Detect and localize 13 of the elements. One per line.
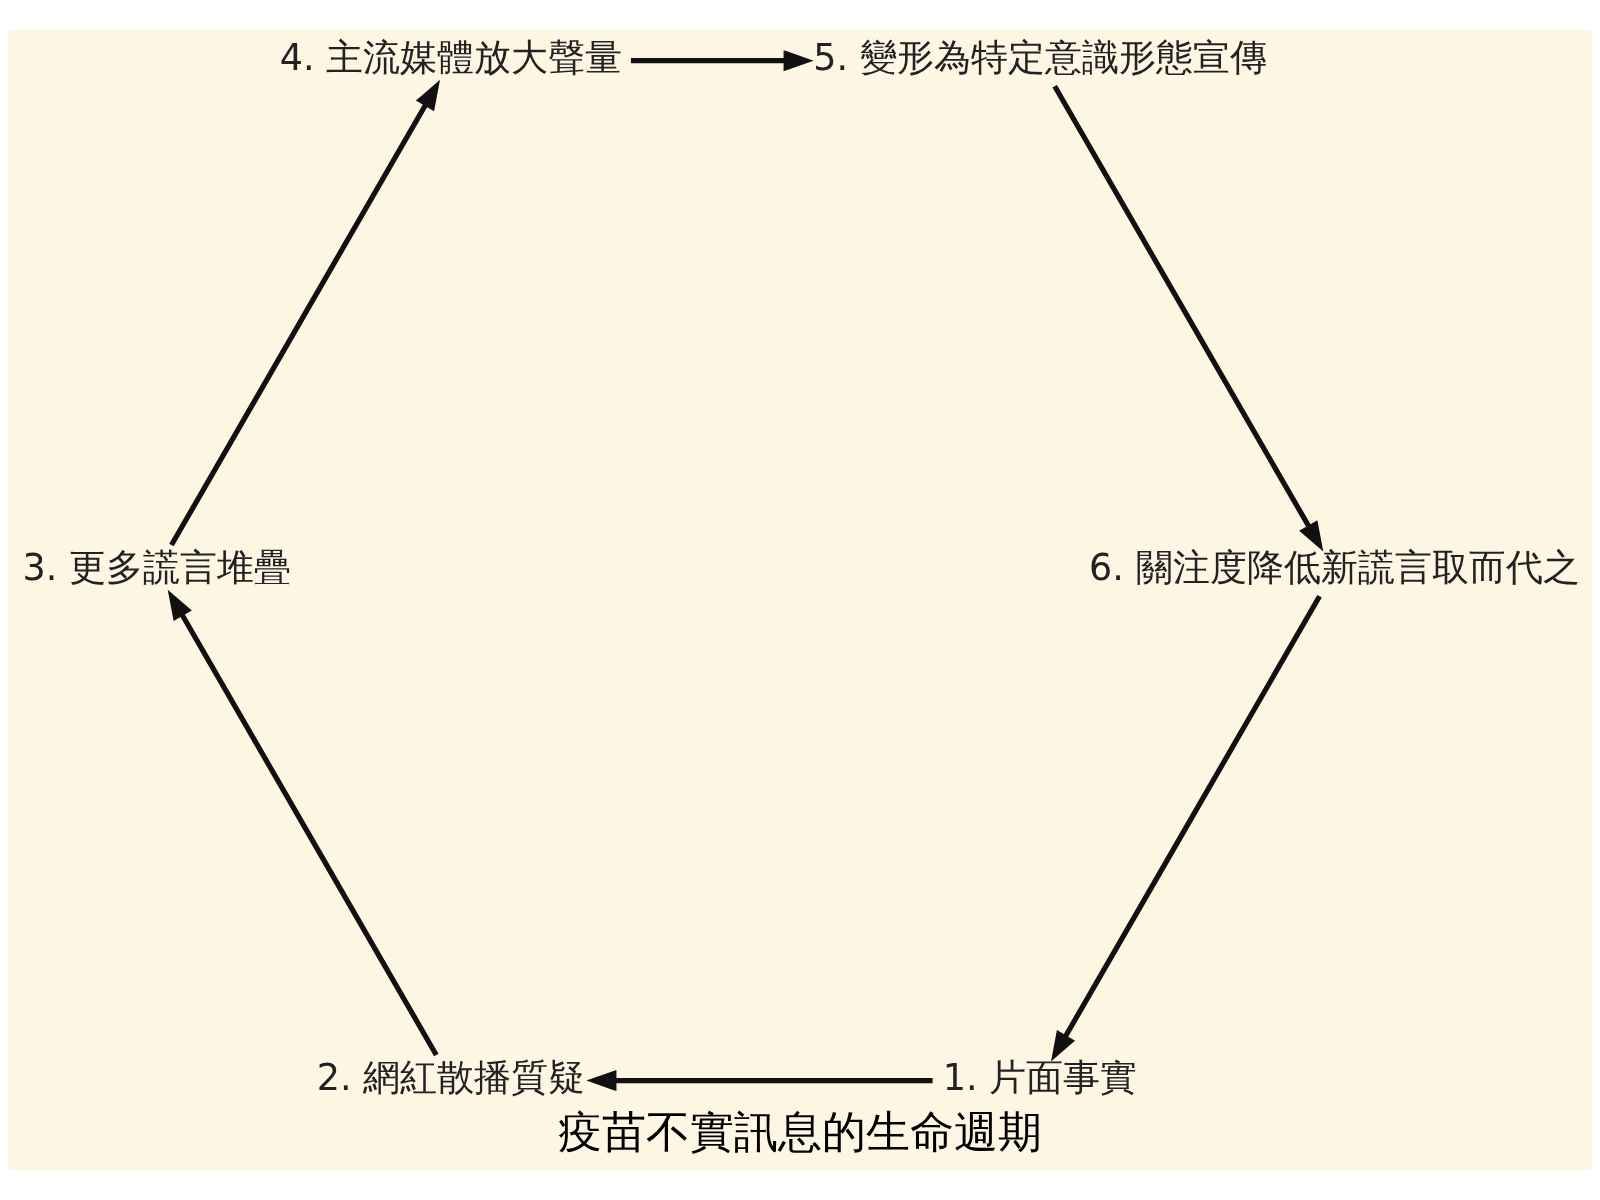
diagram-title: 疫苗不實訊息的生命週期: [558, 1105, 1042, 1157]
node-text: 1. 片面事實: [942, 1055, 1138, 1099]
node-text: 4. 主流媒體放大聲量: [279, 35, 623, 79]
arrow: [1052, 85, 1324, 552]
arrow: [1051, 594, 1322, 1062]
node-text: 3. 更多謊言堆疊: [22, 545, 291, 589]
arrow: [630, 50, 814, 72]
node-text: 2. 網紅散播質疑: [316, 1055, 586, 1099]
node-text: 5. 變形為特定意識形態宣傳: [813, 35, 1267, 79]
arrow: [586, 1070, 933, 1092]
arrow: [167, 589, 439, 1057]
node-text: 6. 關注度降低新謊言取而代之: [1089, 545, 1580, 589]
arrow: [169, 79, 441, 547]
